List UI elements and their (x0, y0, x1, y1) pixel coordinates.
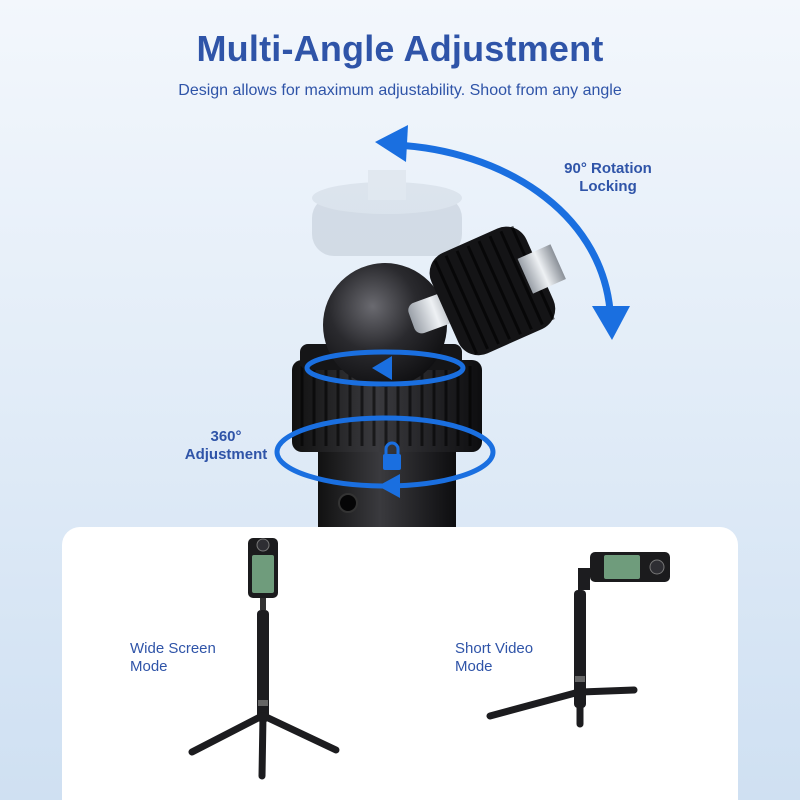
lock-icon (383, 441, 401, 470)
wide-screen-mode-label: Wide Screen Mode (130, 640, 240, 676)
page-subtitle: Design allows for maximum adjustability.… (178, 82, 622, 99)
rotation-label-line1: 90° Rotation (564, 160, 652, 177)
adjustment-label-line1: 360° (210, 428, 242, 445)
rotation-label-line2: Locking (579, 178, 637, 195)
ball-joint (323, 263, 447, 387)
ring-arrowhead-top (372, 356, 392, 380)
wide-screen-line2: Mode (130, 658, 168, 675)
adjustment-label: 360° Adjustment (170, 428, 282, 464)
tripod-vertical-camera (188, 538, 340, 780)
rotation-label: 90° Rotation Locking (548, 160, 668, 196)
short-video-line1: Short Video (455, 640, 534, 657)
adjustment-label-line2: Adjustment (184, 446, 268, 463)
tilt-knob (429, 225, 566, 356)
tripod-horizontal-camera (486, 552, 670, 728)
short-video-line2: Mode (455, 658, 493, 675)
page-title: Multi-Angle Adjustment (196, 28, 604, 69)
wide-screen-line1: Wide Screen (130, 640, 216, 657)
ring-arrowhead-bottom (378, 474, 400, 498)
short-video-mode-label: Short Video Mode (455, 640, 565, 676)
tilt-arc-arrow (394, 141, 614, 311)
ghost-mount-plate (312, 170, 462, 256)
